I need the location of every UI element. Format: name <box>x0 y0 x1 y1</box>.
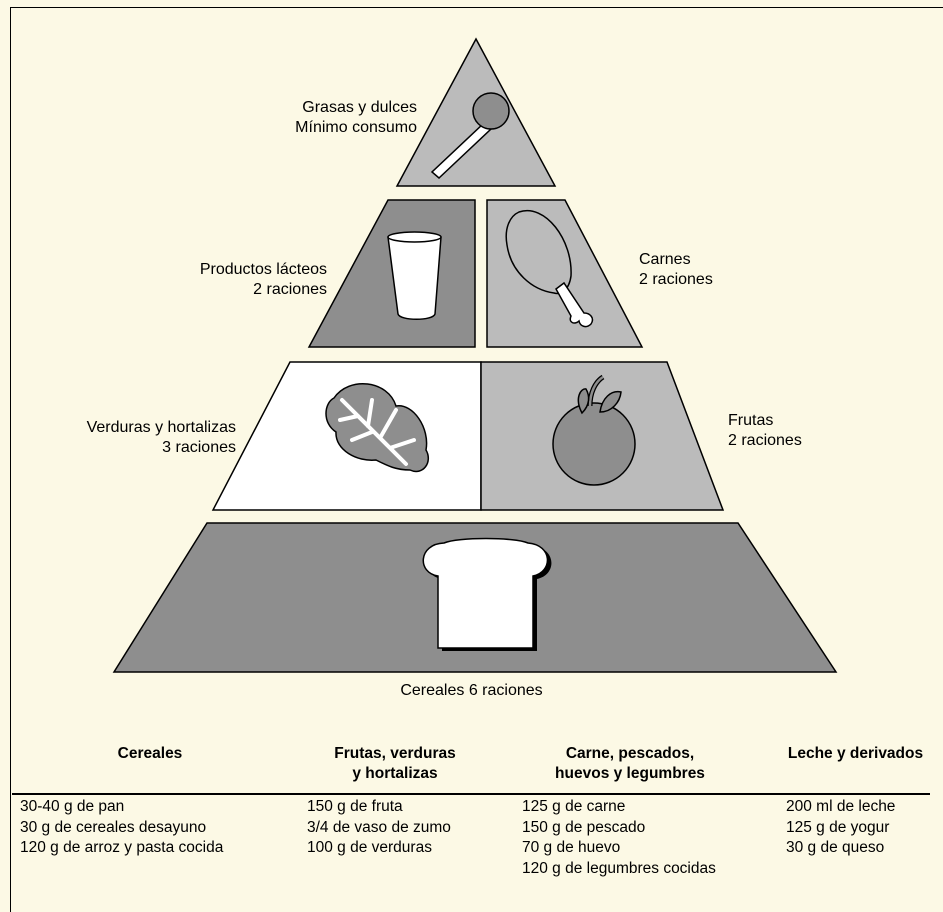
table-header-cereales: Cereales <box>117 745 183 762</box>
bread-icon <box>422 537 552 651</box>
cereals-label: Cereales 6 raciones <box>400 682 543 699</box>
list-item: 125 g de carne <box>522 798 626 815</box>
dairy-label: Productos lácteos 2 raciones <box>199 261 327 298</box>
fruits-label: Frutas 2 raciones <box>728 412 802 449</box>
list-item: 30-40 g de pan <box>20 798 125 815</box>
table-header-rule <box>12 793 930 795</box>
list-item: 70 g de huevo <box>522 839 621 856</box>
figure-frame <box>10 7 943 912</box>
list-item: 30 g de queso <box>786 839 885 856</box>
leaf-icon <box>325 383 430 473</box>
glass-icon <box>387 231 442 320</box>
list-item: 100 g de verduras <box>307 839 432 856</box>
list-item: 150 g de fruta <box>307 798 403 815</box>
table-column-cereales: 30-40 g de pan 30 g de cereales desayuno… <box>20 797 223 859</box>
table-header-leche: Leche y derivados <box>787 745 924 762</box>
chicken-leg-icon <box>505 209 594 328</box>
meat-label: Carnes 2 raciones <box>639 251 713 288</box>
vegetables-label: Verduras y hortalizas 3 raciones <box>86 419 236 456</box>
list-item: 125 g de yogur <box>786 818 890 836</box>
list-item: 200 ml de leche <box>786 798 896 815</box>
list-item: 3/4 de vaso de zumo <box>307 818 451 836</box>
table-header-frutas: Frutas, verduras y hortalizas <box>334 745 456 782</box>
list-item: 120 g de legumbres cocidas <box>522 859 716 877</box>
spoon-icon <box>430 92 510 180</box>
list-item: 150 g de pescado <box>522 818 646 836</box>
table-column-leche: 200 ml de leche 125 g de yogur 30 g de q… <box>786 797 895 859</box>
list-item: 120 g de arroz y pasta cocida <box>20 839 224 856</box>
table-column-frutas: 150 g de fruta 3/4 de vaso de zumo 100 g… <box>307 797 451 859</box>
table-column-carne: 125 g de carne 150 g de pescado 70 g de … <box>522 797 716 879</box>
table-header-carne: Carne, pescados, huevos y legumbres <box>555 745 705 782</box>
apple-icon <box>552 374 636 486</box>
fats-sweets-label: Grasas y dulces Mínimo consumo <box>295 99 417 136</box>
list-item: 30 g de cereales desayuno <box>20 818 207 836</box>
